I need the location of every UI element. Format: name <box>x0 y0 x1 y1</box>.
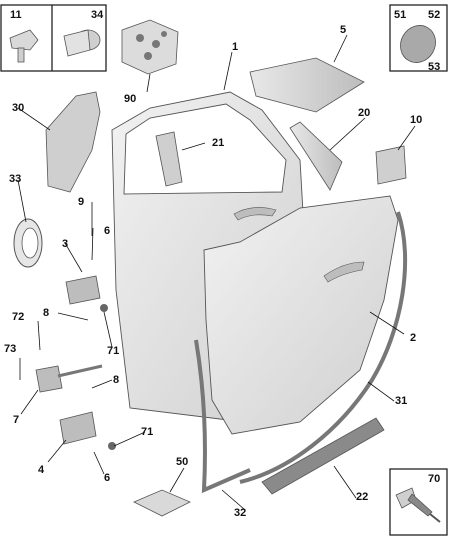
callout-33: 33 <box>9 173 22 185</box>
lower-moulding <box>261 417 385 495</box>
callout-30: 30 <box>12 102 25 114</box>
callout-72: 72 <box>12 311 25 323</box>
callout-3: 3 <box>62 238 69 250</box>
callout-5: 5 <box>340 24 347 36</box>
clip-icon <box>9 29 39 63</box>
callout-53: 53 <box>428 61 441 73</box>
lower-hinge <box>59 411 116 450</box>
callout-8-lower: 8 <box>113 374 120 386</box>
foam-block <box>133 489 191 517</box>
callout-20: 20 <box>358 107 371 119</box>
callout-11: 11 <box>10 9 22 21</box>
callout-71-lower: 71 <box>141 426 154 438</box>
round-pad-icon <box>400 25 436 63</box>
mirror-bracket <box>375 145 407 185</box>
callout-4: 4 <box>38 464 45 476</box>
callout-1: 1 <box>232 41 239 53</box>
grommet-icon <box>63 29 101 57</box>
upper-hinge <box>65 275 108 312</box>
callout-52: 52 <box>428 9 441 21</box>
callout-6-lower: 6 <box>104 472 111 484</box>
door-check-strap <box>35 364 103 393</box>
outer-door-panel <box>203 195 399 435</box>
weatherstrip <box>239 211 408 484</box>
inner-trim-panel <box>45 91 101 193</box>
callout-9: 9 <box>78 196 85 208</box>
callout-8-upper: 8 <box>43 307 50 319</box>
callout-31: 31 <box>395 395 408 407</box>
callout-32: 32 <box>234 507 247 519</box>
door-glass <box>249 57 365 113</box>
rivet-icon <box>395 487 441 523</box>
callout-90: 90 <box>124 93 137 105</box>
callout-22: 22 <box>356 491 369 503</box>
callout-70: 70 <box>428 473 441 485</box>
callout-73: 73 <box>4 343 17 355</box>
door-seal <box>194 339 251 494</box>
speaker-ring <box>13 218 43 268</box>
quarter-glass <box>289 121 343 191</box>
callout-6-upper: 6 <box>104 225 111 237</box>
callout-7: 7 <box>13 414 20 426</box>
callout-2: 2 <box>410 332 417 344</box>
window-channel-insert <box>155 131 183 187</box>
callout-50: 50 <box>176 456 189 468</box>
callout-10: 10 <box>410 114 423 126</box>
callout-34: 34 <box>91 9 104 21</box>
leader-lines <box>17 34 416 510</box>
callout-51: 51 <box>394 9 407 21</box>
connector-block <box>121 19 179 75</box>
callout-21: 21 <box>212 137 225 149</box>
callout-71-upper: 71 <box>107 345 120 357</box>
